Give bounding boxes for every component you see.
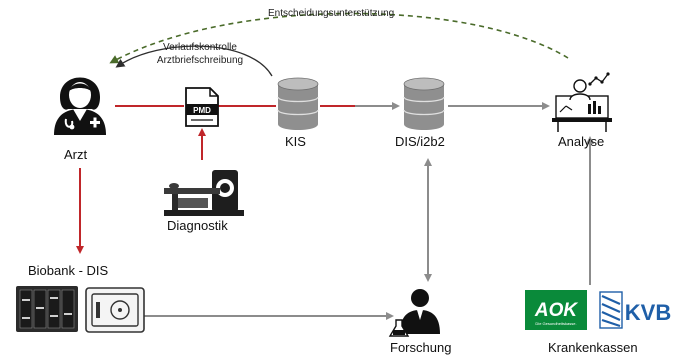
biobank-freezer-icon — [16, 286, 145, 333]
follow-up-arrow — [115, 45, 273, 77]
follow-up-label-line1: Verlaufskontrolle — [163, 42, 237, 53]
pmd-doc-label: PMD — [193, 106, 211, 115]
node-label-forschung: Forschung — [390, 340, 452, 355]
doctor-icon — [54, 77, 106, 135]
follow-up-label-line2: Arztbriefschreibung — [156, 55, 244, 66]
analyst-icon — [552, 72, 612, 132]
svg-text:KVB: KVB — [625, 300, 671, 325]
node-label-analyse: Analyse — [558, 134, 605, 149]
node-label-krankenkassen: Krankenkassen — [548, 340, 638, 355]
document-icon: PMD — [185, 87, 219, 127]
node-label-arzt: Arzt — [64, 147, 88, 162]
node-label-dis-i2b2: DIS/i2b2 — [395, 134, 445, 149]
decision-support-arrow — [109, 12, 569, 64]
decision-support-label: Entscheidungsunterstützung — [268, 8, 395, 19]
follow-up-label: Verlaufskontrolle Arztbriefschreibung — [152, 41, 248, 67]
node-label-kis: KIS — [285, 134, 306, 149]
svg-text:Die Gesundheitskasse.: Die Gesundheitskasse. — [535, 321, 576, 326]
database-icon — [403, 77, 445, 130]
kvb-logo: KVB — [599, 291, 671, 329]
database-icon — [277, 77, 319, 130]
node-label-diagnostik: Diagnostik — [167, 218, 228, 233]
ct-scanner-icon — [164, 170, 244, 216]
node-label-biobank: Biobank - DIS — [28, 263, 109, 278]
aok-logo: AOK Die Gesundheitskasse. — [525, 290, 587, 330]
scientist-icon — [388, 289, 440, 337]
svg-text:AOK: AOK — [534, 300, 579, 321]
